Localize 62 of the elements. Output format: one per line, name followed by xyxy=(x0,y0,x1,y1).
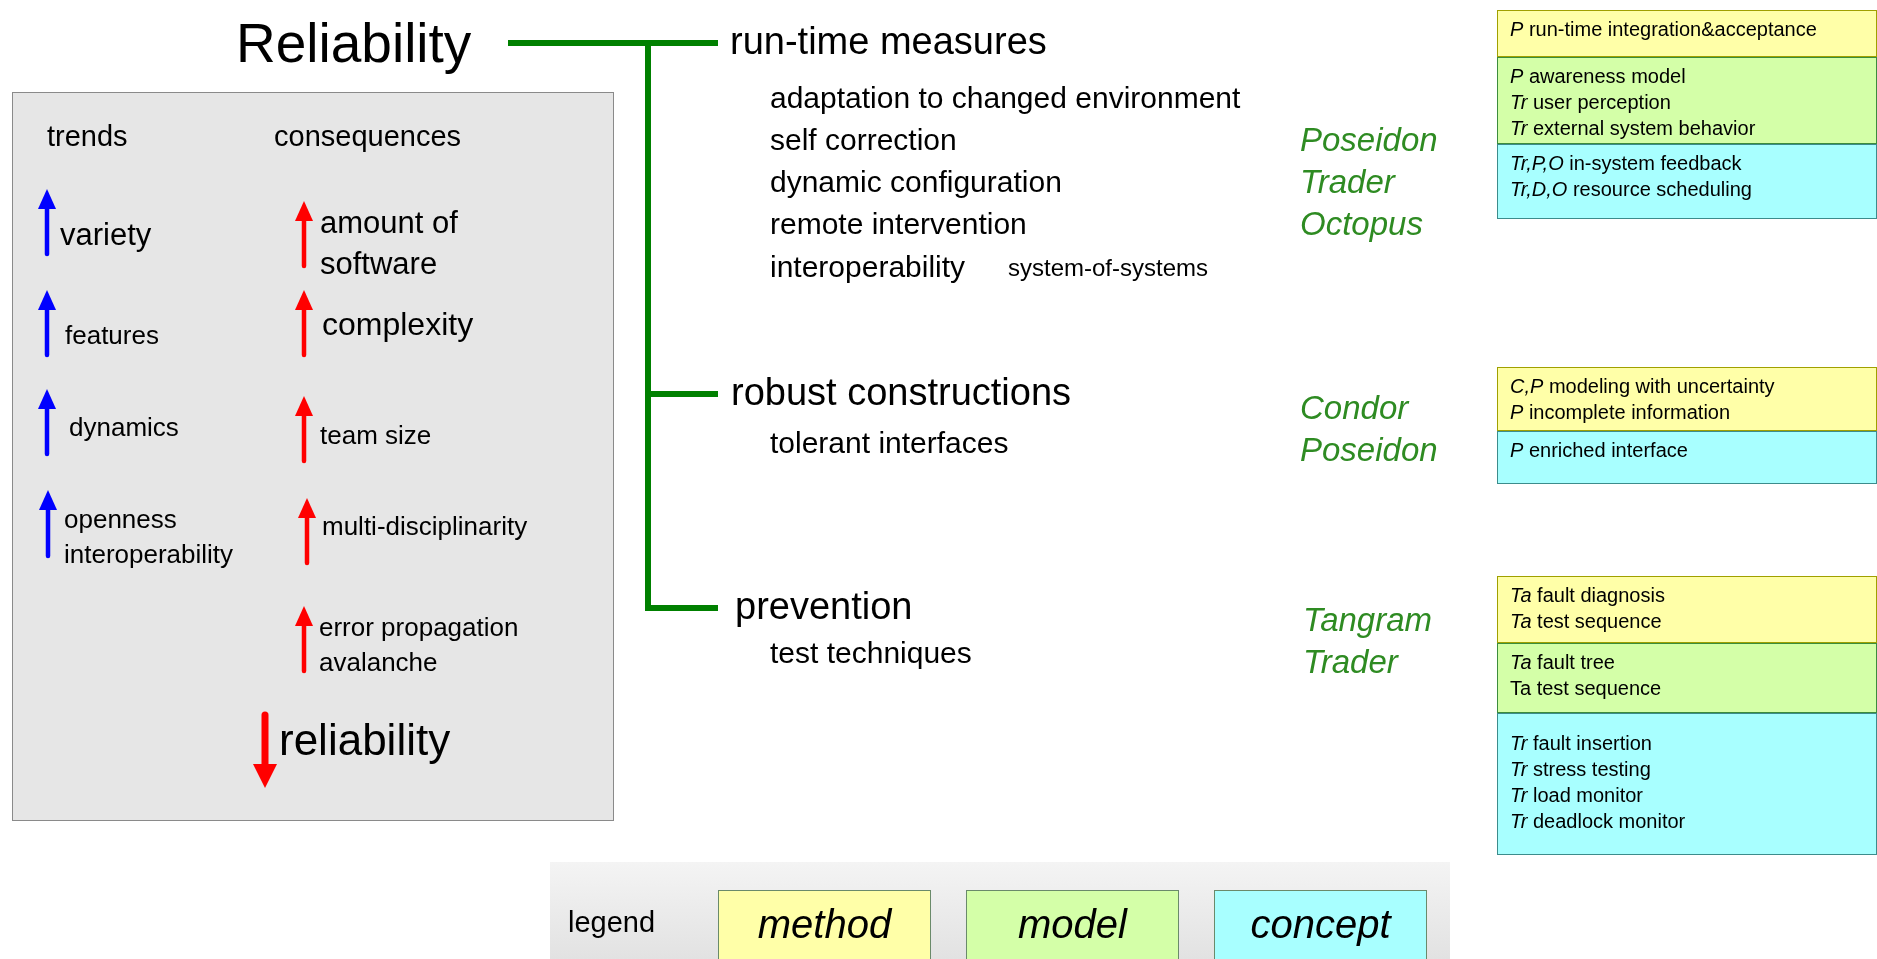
branch-heading: robust constructions xyxy=(731,371,1072,415)
result-label: reliability xyxy=(279,714,451,766)
list-item: P awareness model xyxy=(1510,64,1686,89)
branch-item: adaptation to changed environment xyxy=(770,81,1241,116)
branch-heading: run-time measures xyxy=(730,20,1047,64)
info-box xyxy=(1497,57,1877,144)
title-text: Reliability xyxy=(236,10,472,76)
trend-label: variety xyxy=(60,217,152,254)
branch-item: test techniques xyxy=(770,636,972,671)
branch-note: system-of-systems xyxy=(1008,253,1208,282)
trends-panel xyxy=(12,92,614,821)
branch-item: dynamic configuration xyxy=(770,165,1062,200)
branch-item: tolerant interfaces xyxy=(770,426,1009,461)
section-label: legend xyxy=(568,906,656,940)
list-item: Ta test sequence xyxy=(1510,609,1662,634)
list-item: P run-time integration&acceptance xyxy=(1510,17,1817,42)
branch-heading: prevention xyxy=(735,585,913,629)
consequence-label: error propagation avalanche xyxy=(319,610,520,680)
list-item: Tr,D,O resource scheduling xyxy=(1510,177,1752,202)
consequence-label: amount of software xyxy=(320,203,459,284)
project-name: Trader xyxy=(1303,643,1398,681)
branch-item: self correction xyxy=(770,123,957,158)
project-name: Poseidon xyxy=(1300,431,1438,469)
column-heading: trends xyxy=(47,119,128,153)
info-box xyxy=(1497,367,1877,431)
list-item: Tr stress testing xyxy=(1510,757,1651,782)
consequence-label: complexity xyxy=(322,305,474,343)
project-name: Trader xyxy=(1300,163,1395,201)
project-name: Condor xyxy=(1300,389,1409,427)
branch-item: interoperability xyxy=(770,250,966,285)
list-item: Tr fault insertion xyxy=(1510,731,1652,756)
branch-item: remote intervention xyxy=(770,207,1027,242)
legend-text: method xyxy=(757,901,892,947)
project-name: Octopus xyxy=(1300,205,1423,243)
info-box xyxy=(1497,10,1877,57)
consequence-label: multi-disciplinarity xyxy=(322,512,528,543)
info-box xyxy=(1497,643,1877,713)
info-box xyxy=(1497,431,1877,484)
info-box xyxy=(1497,144,1877,219)
list-item: P incomplete information xyxy=(1510,400,1731,425)
project-name: Tangram xyxy=(1303,601,1433,639)
trend-label: features xyxy=(65,321,159,352)
list-item: Tr deadlock monitor xyxy=(1510,809,1686,834)
list-item: Tr load monitor xyxy=(1510,783,1644,808)
legend-text: model xyxy=(1018,901,1127,947)
list-item: Ta fault diagnosis xyxy=(1510,583,1665,608)
project-name: Poseidon xyxy=(1300,121,1438,159)
legend-text: concept xyxy=(1250,901,1391,947)
list-item: Tr,P,O in-system feedback xyxy=(1510,151,1742,176)
list-item: P enriched interface xyxy=(1510,438,1688,463)
consequence-label: team size xyxy=(320,421,432,452)
trend-label: openness interoperability xyxy=(64,502,235,572)
list-item: Ta fault tree xyxy=(1510,650,1615,675)
info-box xyxy=(1497,576,1877,643)
trend-label: dynamics xyxy=(69,413,179,444)
list-item: Tr external system behavior xyxy=(1510,116,1756,141)
column-heading: consequences xyxy=(274,119,462,153)
list-item: Ta test sequence xyxy=(1510,676,1662,701)
list-item: C,P modeling with uncertainty xyxy=(1510,374,1775,399)
list-item: Tr user perception xyxy=(1510,90,1671,115)
info-box xyxy=(1497,713,1877,855)
tree-connector xyxy=(508,40,718,611)
